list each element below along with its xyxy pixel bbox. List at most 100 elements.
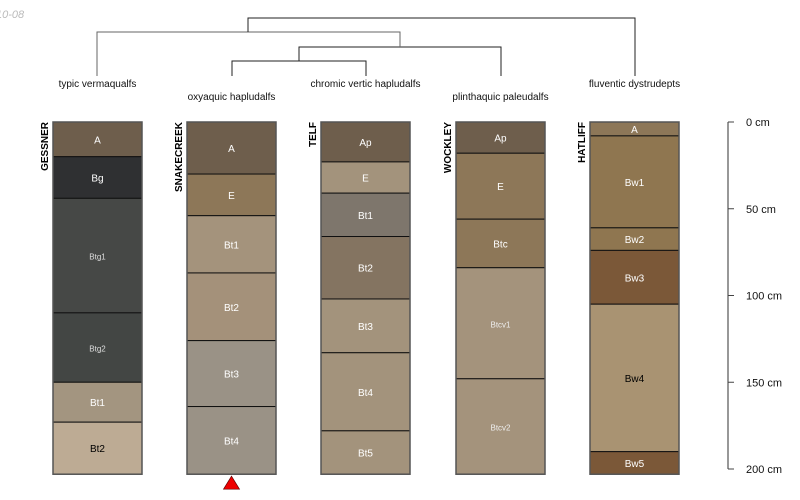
horizon-label: Bw2 xyxy=(625,235,645,246)
horizon: Bt5 xyxy=(320,430,411,475)
horizon-label: E xyxy=(497,182,504,193)
horizon-label: Bw4 xyxy=(625,374,645,385)
horizon-label: Ap xyxy=(494,134,507,145)
horizon-block xyxy=(186,215,277,274)
horizon: A xyxy=(589,121,680,137)
profile-outline xyxy=(186,121,277,475)
horizon: Bw5 xyxy=(589,451,680,475)
horizon: Bt1 xyxy=(186,215,277,274)
horizon-label: Bt1 xyxy=(90,398,105,409)
horizon: Btg1 xyxy=(52,197,143,314)
profile-name: SNAKECREEK xyxy=(174,121,185,192)
horizon-label: Bw5 xyxy=(625,459,645,470)
horizon: Bt3 xyxy=(320,298,411,354)
dendrogram-branch xyxy=(231,60,367,76)
horizon-label: Bt5 xyxy=(358,449,373,460)
horizon: Bw2 xyxy=(589,227,680,251)
horizon-block xyxy=(186,406,277,475)
horizon-block xyxy=(455,152,546,220)
horizon: A xyxy=(186,121,277,175)
taxon-label: fluventic dystrudepts xyxy=(589,79,680,90)
horizon-label: A xyxy=(631,125,638,136)
horizon-block xyxy=(320,430,411,475)
horizon: Btc xyxy=(455,218,546,269)
scale-tick-label: 50 cm xyxy=(746,204,776,216)
horizon-block xyxy=(455,267,546,380)
date-label: 10-08 xyxy=(0,9,25,21)
horizon: Btcv1 xyxy=(455,267,546,380)
horizon-label: A xyxy=(94,135,101,146)
horizon: Bw4 xyxy=(589,303,680,453)
horizon: Btcv2 xyxy=(455,378,546,475)
horizon: Bt1 xyxy=(52,381,143,423)
horizon-label: Btcv1 xyxy=(490,320,511,329)
dendrogram-branch xyxy=(247,17,636,76)
depth-scale: 0 cm 50 cm 100 cm 150 cm 200 cm xyxy=(727,117,782,476)
horizon-label: Bg xyxy=(91,174,103,185)
horizon-label: Btc xyxy=(493,239,507,250)
horizon: Bw1 xyxy=(589,135,680,229)
horizon-label: Bt3 xyxy=(358,322,373,333)
scale-tick-label: 100 cm xyxy=(746,291,782,303)
horizon-block xyxy=(186,340,277,408)
horizon-label: Btg2 xyxy=(89,345,106,354)
horizon-label: Bt1 xyxy=(224,240,239,251)
profile-name: WOCKLEY xyxy=(443,122,454,173)
scale-tick-label: 150 cm xyxy=(746,377,782,389)
horizon: Bt4 xyxy=(320,352,411,432)
horizon: Bt2 xyxy=(320,236,411,300)
dendrogram-branch xyxy=(96,31,401,76)
horizon-label: Bt2 xyxy=(358,264,373,275)
horizon-label: Bw1 xyxy=(625,178,645,189)
horizon-block xyxy=(320,352,411,432)
horizon-block xyxy=(320,192,411,238)
horizon-block xyxy=(320,298,411,354)
taxon-label: oxyaquic hapludalfs xyxy=(188,92,276,103)
horizon: Bt3 xyxy=(186,340,277,408)
scale-tick-label: 200 cm xyxy=(746,464,782,476)
horizon-block xyxy=(455,378,546,475)
horizon: Bt4 xyxy=(186,406,277,475)
horizon: Ap xyxy=(320,121,411,163)
horizon: Bt1 xyxy=(320,192,411,238)
horizon-label: Btcv2 xyxy=(490,423,511,432)
horizon: E xyxy=(186,173,277,217)
taxon-label: plinthaquic paleudalfs xyxy=(452,92,548,103)
horizon-block xyxy=(52,421,143,475)
horizon-label: Bt1 xyxy=(358,211,373,222)
horizon: E xyxy=(320,161,411,194)
profile-outline xyxy=(455,121,546,475)
horizon-label: Bt2 xyxy=(90,444,105,455)
taxon-label: typic vermaqualfs xyxy=(59,79,137,90)
horizon-label: Bw3 xyxy=(625,273,645,284)
marker-triangle-icon xyxy=(222,475,241,490)
profile-name: TELF xyxy=(308,122,319,147)
profile-outline xyxy=(589,121,680,475)
profile-outline xyxy=(52,121,143,475)
horizon-block xyxy=(589,135,680,229)
horizon-block xyxy=(320,236,411,300)
horizon: Bw3 xyxy=(589,249,680,305)
scale-tick-label: 0 cm xyxy=(746,117,770,129)
horizon-label: Bt3 xyxy=(224,370,239,381)
horizon: Ap xyxy=(455,121,546,154)
horizon-label: Bt4 xyxy=(358,388,373,399)
dendrogram xyxy=(96,17,636,76)
taxon-label: chromic vertic hapludalfs xyxy=(310,79,420,90)
horizon: Bg xyxy=(52,156,143,199)
horizon-label: Ap xyxy=(359,138,372,149)
horizon-label: A xyxy=(228,144,235,155)
horizon-label: Btg1 xyxy=(89,253,106,262)
horizon: Bt2 xyxy=(52,421,143,475)
horizon: E xyxy=(455,152,546,220)
horizon: A xyxy=(52,121,143,158)
horizon-label: E xyxy=(228,191,235,202)
profile-outline xyxy=(320,121,411,475)
horizon-label: Bt4 xyxy=(224,436,239,447)
